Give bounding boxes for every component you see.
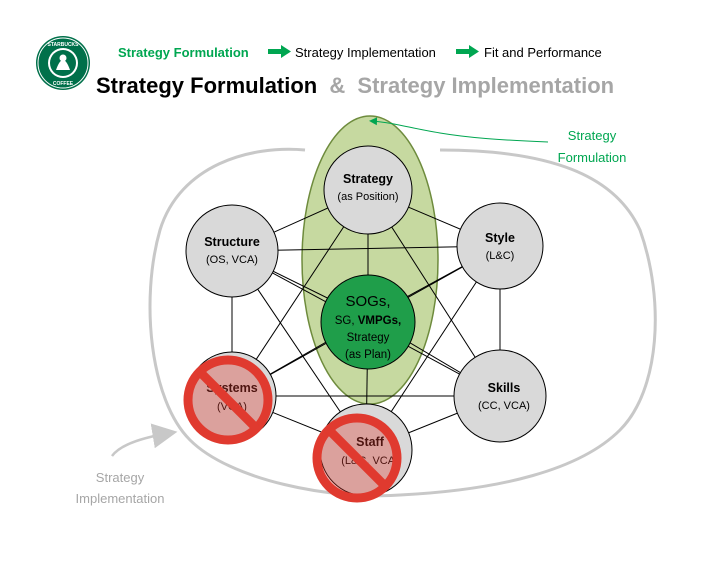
node-style-title: Style bbox=[485, 231, 515, 245]
callout-formulation-line2: Formulation bbox=[558, 150, 627, 165]
node-center-title: SOGs, bbox=[345, 293, 390, 310]
callout-formulation-line1: Strategy bbox=[568, 128, 617, 143]
node-strategy-title: Strategy bbox=[343, 172, 393, 186]
node-center-line2-bold: VMPGs, bbox=[358, 315, 401, 327]
logo-text-bottom: COFFEE bbox=[53, 81, 74, 87]
node-skills-title: Skills bbox=[488, 381, 521, 395]
node-strategy: Strategy (as Position) bbox=[323, 145, 413, 235]
node-strategy-sub: (as Position) bbox=[337, 191, 398, 203]
title-connector: & bbox=[329, 73, 345, 98]
breadcrumb: Strategy Formulation Strategy Implementa… bbox=[118, 45, 602, 60]
node-skills-sub: (CC, VCA) bbox=[478, 400, 530, 412]
node-center: SOGs, SG, VMPGs, Strategy (as Plan) bbox=[320, 274, 416, 370]
node-center-line2: SG, VMPGs, bbox=[335, 315, 401, 327]
callout-implementation-line2: Implementation bbox=[76, 491, 165, 506]
node-structure-sub: (OS, VCA) bbox=[206, 254, 258, 266]
logo-text-top: STARBUCKS bbox=[47, 42, 79, 48]
node-center-line3: Strategy bbox=[347, 332, 390, 344]
node-staff-title: Staff bbox=[356, 435, 385, 449]
implementation-arrow bbox=[110, 423, 178, 457]
implementation-boundary bbox=[148, 147, 657, 498]
right-arrow-icon bbox=[268, 45, 291, 58]
page-title: Strategy Formulation & Strategy Implemen… bbox=[96, 73, 614, 98]
title-part2: Strategy Implementation bbox=[357, 73, 614, 98]
breadcrumb-step2: Strategy Implementation bbox=[295, 45, 436, 60]
prohibited-icon bbox=[183, 355, 273, 445]
callout-implementation-line1: Strategy bbox=[96, 470, 145, 485]
prohibited-icon bbox=[312, 413, 402, 503]
breadcrumb-step1: Strategy Formulation bbox=[118, 45, 249, 60]
node-style: Style (L&C) bbox=[456, 202, 544, 290]
title-part1: Strategy Formulation bbox=[96, 73, 317, 98]
breadcrumb-step3: Fit and Performance bbox=[484, 45, 602, 60]
node-style-sub: (L&C) bbox=[486, 250, 515, 262]
node-center-line4: (as Plan) bbox=[345, 349, 391, 361]
starbucks-logo: STARBUCKS COFFEE bbox=[36, 36, 90, 90]
node-skills: Skills (CC, VCA) bbox=[453, 349, 547, 443]
node-center-line2-prefix: SG, bbox=[335, 315, 358, 327]
right-arrow-icon bbox=[456, 45, 479, 58]
formulation-arrow bbox=[369, 117, 549, 143]
node-structure-title: Structure bbox=[204, 235, 260, 249]
node-structure: Structure (OS, VCA) bbox=[185, 204, 279, 298]
